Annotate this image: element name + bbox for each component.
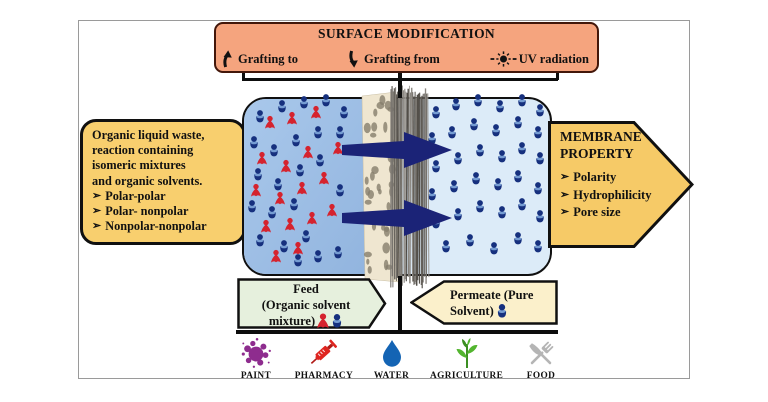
permeate-label: Permeate (Pure Solvent) (450, 288, 534, 318)
solute-molecule-icon (317, 313, 329, 329)
feed-arrow (237, 278, 387, 329)
application-water: WATER (374, 338, 409, 381)
surface-modification-panel: SURFACE MODIFICATION Grafting to Graftin… (214, 22, 599, 73)
permeate-arrow (410, 280, 558, 325)
grafting-from-item: Grafting from (348, 50, 440, 68)
feed-description-line: Organic liquid waste, (92, 128, 205, 142)
bracket-center-line (398, 69, 402, 98)
plant-icon (456, 338, 478, 368)
feed-description-panel: Organic liquid waste, reaction containin… (80, 119, 246, 245)
application-paint: PAINT (238, 336, 274, 381)
feed-description-line: reaction containing (92, 143, 194, 158)
surface-modification-title: SURFACE MODIFICATION (318, 26, 495, 41)
application-food: FOOD (524, 338, 558, 381)
sun-icon (490, 51, 517, 67)
applications-baseline (236, 330, 558, 334)
feed-permeate-divider (398, 276, 402, 332)
property-item: ➢ Pore size (560, 205, 621, 219)
feed-description-line: and organic solvents. (92, 173, 203, 188)
membrane-property-arrow (548, 121, 694, 248)
curved-arrow-down-icon (349, 50, 358, 68)
uv-radiation-item: UV radiation (490, 51, 589, 67)
solvent-molecule-icon (497, 304, 506, 318)
property-item: ➢ Polarity (560, 170, 617, 184)
property-item: ➢ Hydrophilicity (560, 187, 652, 202)
bracket-left-line (242, 69, 245, 80)
water-drop-icon (382, 340, 401, 367)
grafting-from-label: Grafting from (364, 51, 440, 66)
feed-label: Feed (Organic solvent mixture) (261, 282, 351, 329)
grafting-to-item: Grafting to (222, 50, 298, 68)
feed-description-line: isomeric mixtures (92, 158, 186, 173)
application-pharmacy: PHARMACY (295, 334, 353, 381)
bracket-right-line (556, 69, 559, 80)
curved-arrow-up-icon (223, 50, 232, 68)
application-agriculture: AGRICULTURE (430, 336, 503, 381)
mixture-type-item: ➢ Polar-polar (92, 188, 166, 203)
membrane-property-panel: MEMBRANE PROPERTY ➢ Polarity ➢ Hydrophil… (560, 129, 670, 222)
solvent-molecule-icon (333, 314, 342, 328)
fork-knife-icon (529, 341, 554, 365)
applications-row: PAINT PHARMACY (238, 334, 558, 381)
uv-radiation-label: UV radiation (518, 51, 589, 66)
syringe-icon (310, 339, 337, 364)
paint-splatter-icon (241, 337, 271, 368)
feed-side (244, 99, 396, 274)
mixture-type-item: ➢ Nonpolar-nonpolar (92, 219, 207, 234)
grafting-to-label: Grafting to (238, 51, 299, 66)
modification-methods-row: Grafting to Grafting from (216, 50, 597, 68)
separation-cell (242, 97, 552, 276)
mixture-type-item: ➢ Polar- nonpolar (92, 204, 189, 219)
membrane-property-title: MEMBRANE PROPERTY (560, 129, 642, 161)
